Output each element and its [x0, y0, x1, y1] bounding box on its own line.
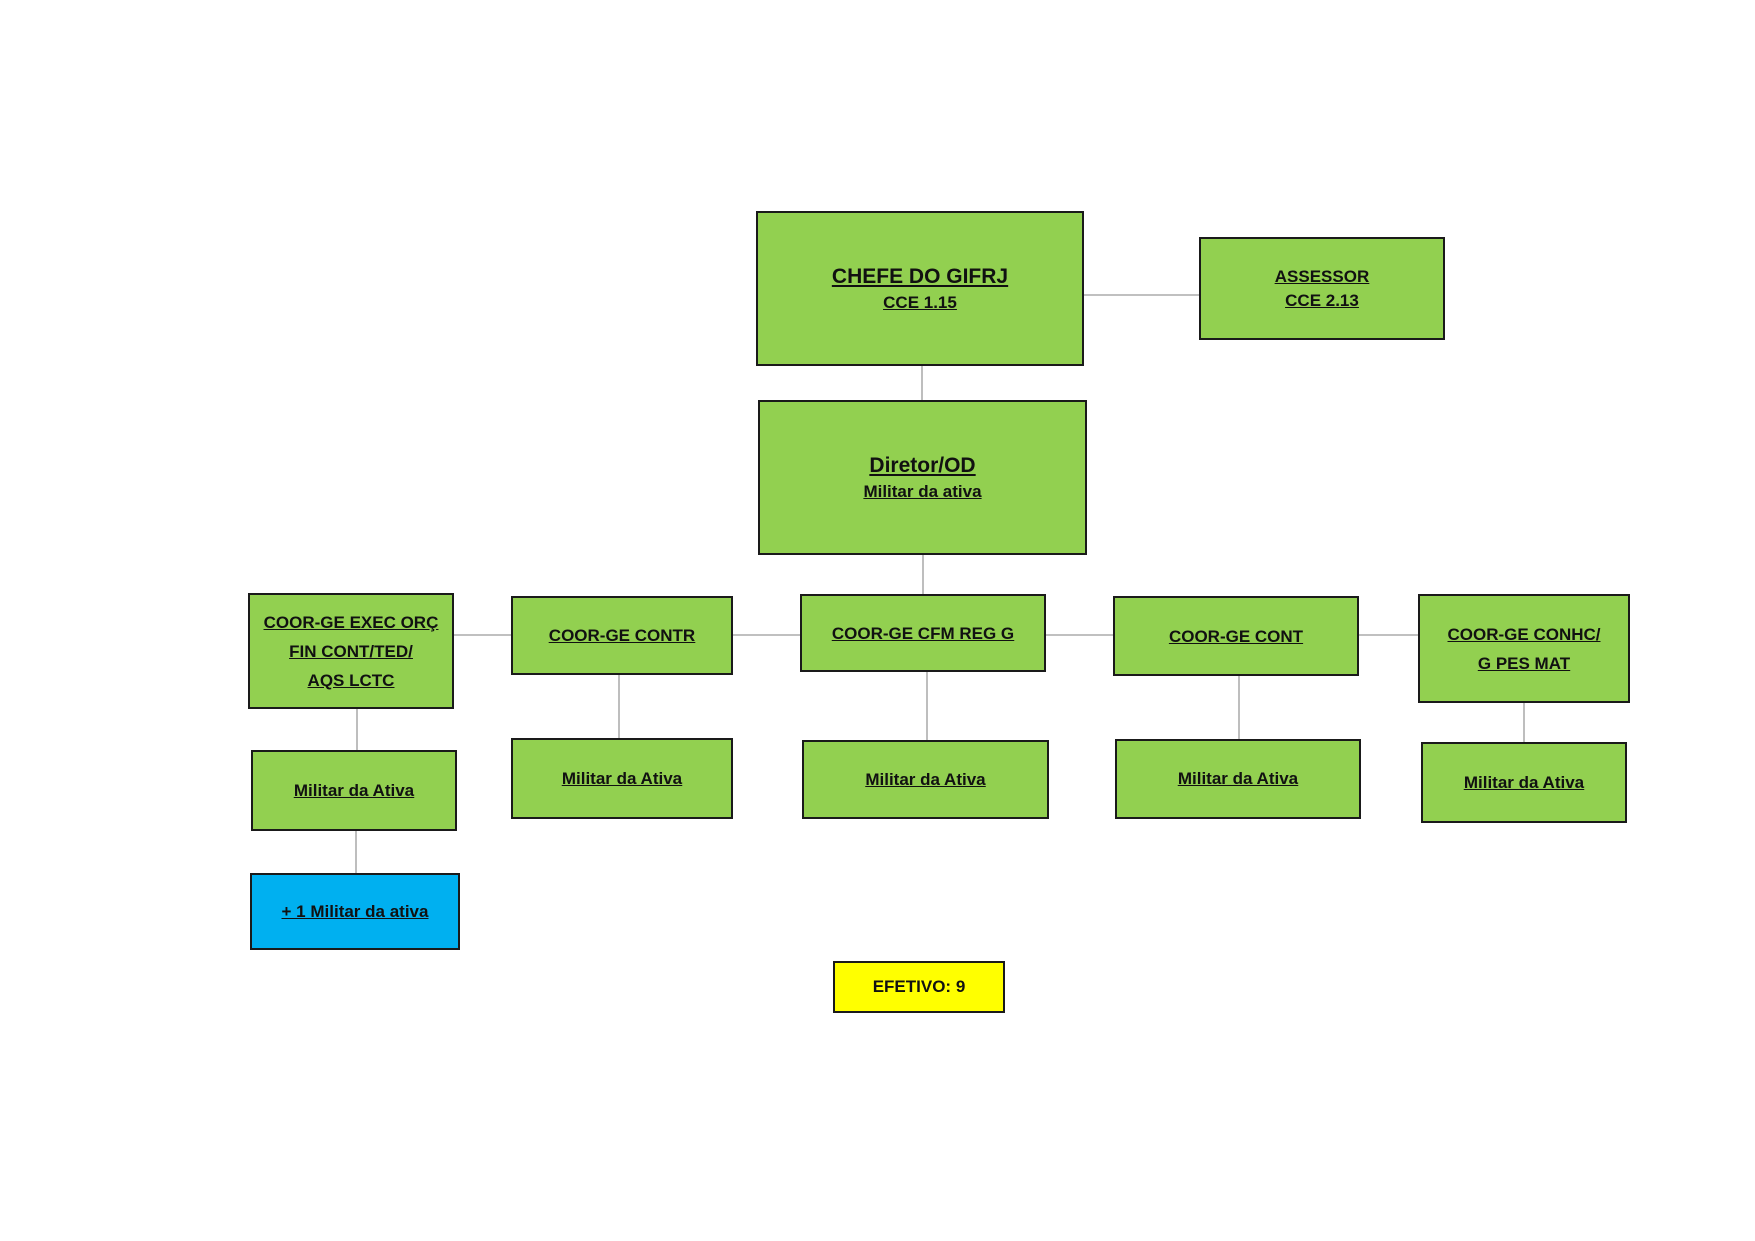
coor-3-line-1: COOR-GE CFM REG G [831, 623, 1015, 643]
diretor-sub: Militar da ativa [863, 481, 982, 501]
staff-box-2: Militar da Ativa [511, 738, 733, 819]
coor-4-line-1: COOR-GE CONT [1168, 626, 1304, 646]
efetivo-box: EFETIVO: 9 [833, 961, 1005, 1013]
staff-box-1: Militar da Ativa [251, 750, 457, 831]
coor-2-line-1: COOR-GE CONTR [548, 626, 696, 645]
coor-box-2: COOR-GE CONTR [511, 596, 733, 675]
extra-staff-box: + 1 Militar da ativa [250, 873, 460, 950]
staff-box-5: Militar da Ativa [1421, 742, 1627, 823]
assessor-sub: CCE 2.13 [1285, 290, 1359, 310]
staff-4-label: Militar da Ativa [1177, 769, 1299, 788]
assessor-box: ASSESSOR CCE 2.13 [1199, 237, 1445, 340]
coor-1-line-3: AQS LCTC [307, 670, 395, 690]
coor-1-line-2: FIN CONT/TED/ [289, 641, 413, 661]
chefe-box: CHEFE DO GIFRJ CCE 1.15 [756, 211, 1084, 366]
extra-staff-label: + 1 Militar da ativa [281, 901, 429, 921]
staff-box-3: Militar da Ativa [802, 740, 1049, 819]
chefe-sub: CCE 1.15 [883, 292, 957, 312]
staff-2-label: Militar da Ativa [561, 768, 683, 788]
staff-box-4: Militar da Ativa [1115, 739, 1361, 819]
efetivo-label: EFETIVO: 9 [872, 977, 966, 996]
assessor-title: ASSESSOR [1274, 266, 1370, 286]
coor-box-1: COOR-GE EXEC ORÇ FIN CONT/TED/ AQS LCTC [248, 593, 454, 709]
coor-5-line-1: COOR-GE CONHC/ [1447, 624, 1601, 644]
coor-box-3: COOR-GE CFM REG G [800, 594, 1046, 672]
coor-box-4: COOR-GE CONT [1113, 596, 1359, 676]
diretor-title: Diretor/OD [869, 453, 976, 477]
staff-3-label: Militar da Ativa [865, 769, 986, 789]
coor-box-5: COOR-GE CONHC/ G PES MAT [1418, 594, 1630, 703]
coor-1-line-1: COOR-GE EXEC ORÇ [263, 612, 439, 632]
coor-5-line-2: G PES MAT [1477, 653, 1571, 673]
diretor-box: Diretor/OD Militar da ativa [758, 400, 1087, 555]
staff-1-label: Militar da Ativa [293, 780, 415, 800]
staff-5-label: Militar da Ativa [1463, 772, 1585, 792]
chefe-title: CHEFE DO GIFRJ [831, 264, 1009, 288]
